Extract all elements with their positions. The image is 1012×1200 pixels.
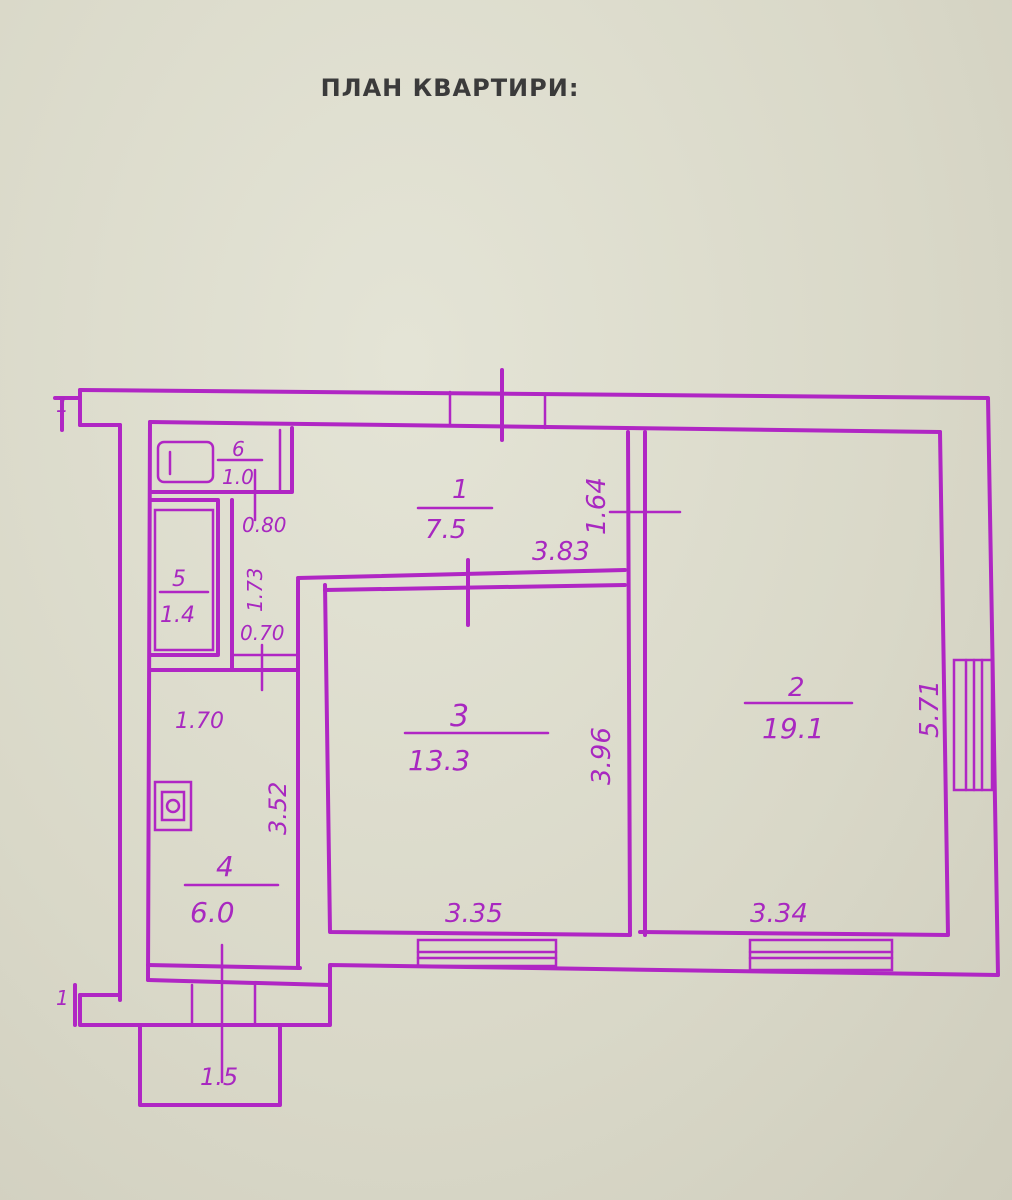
dim-room3-width: 3.35 [445, 899, 503, 929]
room-3-number: 3 [450, 699, 469, 734]
room-1-area: 7.5 [425, 515, 466, 545]
section-mark-top: 1 [56, 393, 69, 417]
dim-kitchen-length: 3.52 [264, 782, 292, 835]
room-4-number: 4 [216, 850, 234, 883]
room-6-area: 1.0 [222, 465, 254, 489]
dim-room3-length: 3.96 [587, 727, 617, 785]
room-6-number: 6 [232, 437, 245, 461]
dim-bath-length: 1.73 [243, 567, 267, 612]
dim-room2-length: 5.71 [915, 680, 945, 738]
section-marks: 1 1 [53, 393, 82, 1027]
dim-wc-width: 0.80 [242, 513, 287, 537]
fraction-lines [158, 458, 854, 887]
door-ticks [190, 368, 682, 1084]
room-2-area: 19.1 [762, 712, 824, 745]
dim-room2-width: 3.34 [750, 899, 808, 929]
room-1-number: 1 [452, 475, 469, 505]
room-5-number: 5 [172, 567, 186, 592]
section-mark-bottom: 1 [56, 986, 69, 1010]
stove-icon [153, 780, 193, 832]
dimension-labels: 3.83 1.64 3.34 5.71 3.35 3.96 3.52 1.70 … [175, 477, 945, 1091]
dim-bath-width: 0.70 [240, 621, 285, 645]
room-3-area: 13.3 [408, 744, 470, 777]
room-4-area: 6.0 [190, 896, 235, 929]
room-2-number: 2 [788, 673, 805, 703]
room-labels: 1 7.5 2 19.1 3 13.3 4 6.0 5 1.4 6 1.0 [160, 437, 824, 929]
balcony [138, 1023, 282, 1107]
plan-title: ПЛАН КВАРТИРИ: [320, 74, 580, 102]
dim-balcony: 1.5 [200, 1063, 238, 1091]
room-5-area: 1.4 [160, 603, 195, 628]
outer-walls [78, 388, 1000, 1027]
wet-rooms [148, 426, 300, 692]
dim-hall-width: 3.83 [532, 537, 590, 567]
dim-kitchen-width: 1.70 [175, 709, 224, 734]
dim-hall-depth: 1.64 [582, 477, 612, 535]
windows [416, 390, 994, 972]
